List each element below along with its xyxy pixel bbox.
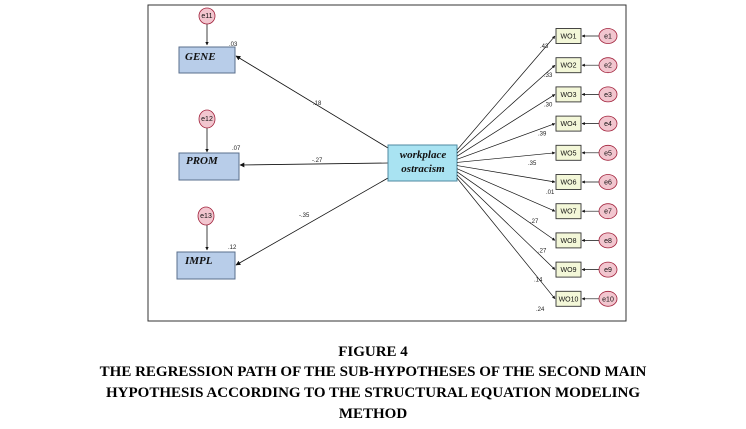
loading-path-6 — [456, 165, 556, 184]
loading-label-5: .35 — [528, 161, 537, 167]
error-e11-label: e11 — [201, 13, 212, 20]
loading-label-10: .24 — [536, 307, 545, 313]
error-label-10: e10 — [602, 296, 614, 303]
coef-impl: -.35 — [299, 213, 310, 219]
loading-path-10 — [456, 177, 556, 300]
latent-gene-label: GENE — [185, 51, 216, 63]
loading-label-4: .39 — [538, 132, 547, 138]
loading-path-1 — [456, 35, 556, 151]
loading-path-2 — [456, 64, 556, 154]
error-label-4: e4 — [604, 121, 612, 128]
loading-path-3 — [456, 94, 556, 157]
indicator-label-5: WO5 — [561, 150, 577, 157]
loading-path-8 — [456, 171, 556, 241]
error-label-9: e9 — [604, 267, 612, 274]
figure-caption-line2: HYPOTHESIS ACCORDING TO THE STRUCTURAL E… — [105, 385, 640, 401]
error-e11 — [198, 7, 216, 25]
indicator-group: .43 WO1 e1 .33 WO2 e2 .30 WO3 e3 .39 WO4 e4 .35 WO5 e5… — [456, 28, 618, 313]
indicator-box-3 — [555, 86, 582, 103]
error-e12-label: e12 — [201, 116, 213, 123]
error-circle-7 — [598, 203, 618, 220]
error-label-1: e1 — [604, 34, 612, 41]
indicator-box-8 — [555, 232, 582, 249]
loading-path-9 — [456, 174, 556, 270]
loading-path-4 — [456, 123, 556, 160]
indicator-label-4: WO4 — [561, 121, 577, 128]
indicator-box-4 — [555, 115, 582, 132]
r2-impl: .12 — [228, 245, 237, 251]
indicator-box-6 — [555, 174, 582, 190]
indicator-label-3: WO3 — [561, 92, 577, 99]
coef-prom: -.27 — [312, 158, 323, 164]
error-label-7: e7 — [604, 209, 612, 216]
loading-label-8: .27 — [538, 248, 547, 254]
error-circle-9 — [598, 261, 618, 278]
indicator-box-2 — [555, 57, 582, 74]
workplace-ostracism-line1: workplace — [400, 149, 447, 161]
error-label-3: e3 — [604, 92, 612, 99]
indicator-label-6: WO6 — [561, 180, 577, 187]
figure-caption-line3: METHOD — [338, 406, 408, 422]
error-circle-10 — [598, 290, 618, 307]
latent-gene-box — [178, 46, 236, 74]
indicator-label-9: WO9 — [561, 267, 577, 274]
path-to-gene — [235, 55, 389, 149]
indicator-label-2: WO2 — [561, 63, 577, 70]
indicator-box-1 — [555, 28, 582, 44]
error-label-2: e2 — [604, 63, 612, 70]
indicator-label-8: WO8 — [561, 238, 577, 245]
indicator-box-5 — [555, 144, 582, 161]
loading-path-5 — [456, 151, 556, 163]
error-e13-label: e13 — [200, 213, 212, 220]
loading-label-2: .33 — [544, 73, 553, 79]
error-circle-6 — [598, 174, 618, 190]
latent-prom-label: PROM — [186, 155, 219, 167]
error-circle-8 — [598, 232, 618, 249]
loading-label-3: .30 — [544, 102, 553, 108]
indicator-box-9 — [555, 261, 582, 278]
path-to-impl — [235, 177, 389, 266]
workplace-ostracism-box — [387, 144, 458, 182]
workplace-ostracism-line2: ostracism — [401, 163, 445, 175]
r2-gene: .03 — [229, 42, 238, 48]
latent-impl-label: IMPL — [184, 255, 213, 267]
error-label-6: e6 — [604, 180, 612, 187]
figure-caption-line1: THE REGRESSION PATH OF THE SUB-HYPOTHESE… — [99, 364, 647, 380]
error-e13 — [197, 206, 215, 226]
loading-label-6: .01 — [546, 190, 555, 196]
loading-label-1: .43 — [540, 44, 549, 50]
latent-impl-box — [176, 251, 236, 280]
figure-label: FIGURE 4 — [338, 344, 408, 360]
indicator-label-1: WO1 — [561, 34, 577, 41]
error-label-8: e8 — [604, 238, 612, 245]
loading-label-9: .14 — [534, 278, 543, 284]
latent-prom-box — [178, 152, 240, 181]
error-e12 — [198, 109, 216, 129]
indicator-box-7 — [555, 203, 582, 220]
loading-path-7 — [456, 168, 556, 212]
indicator-box-10 — [555, 290, 582, 307]
path-to-prom — [239, 162, 389, 168]
error-circle-4 — [598, 115, 618, 132]
r2-prom: .07 — [232, 146, 241, 152]
error-label-5: e5 — [604, 150, 612, 157]
error-circle-5 — [598, 144, 618, 161]
indicator-label-10: WO10 — [559, 296, 579, 303]
indicator-label-7: WO7 — [561, 209, 577, 216]
loading-label-7: .27 — [530, 219, 539, 225]
error-circle-2 — [598, 57, 618, 74]
error-circle-1 — [598, 28, 618, 44]
coef-gene: .18 — [313, 101, 322, 107]
error-circle-3 — [598, 86, 618, 103]
